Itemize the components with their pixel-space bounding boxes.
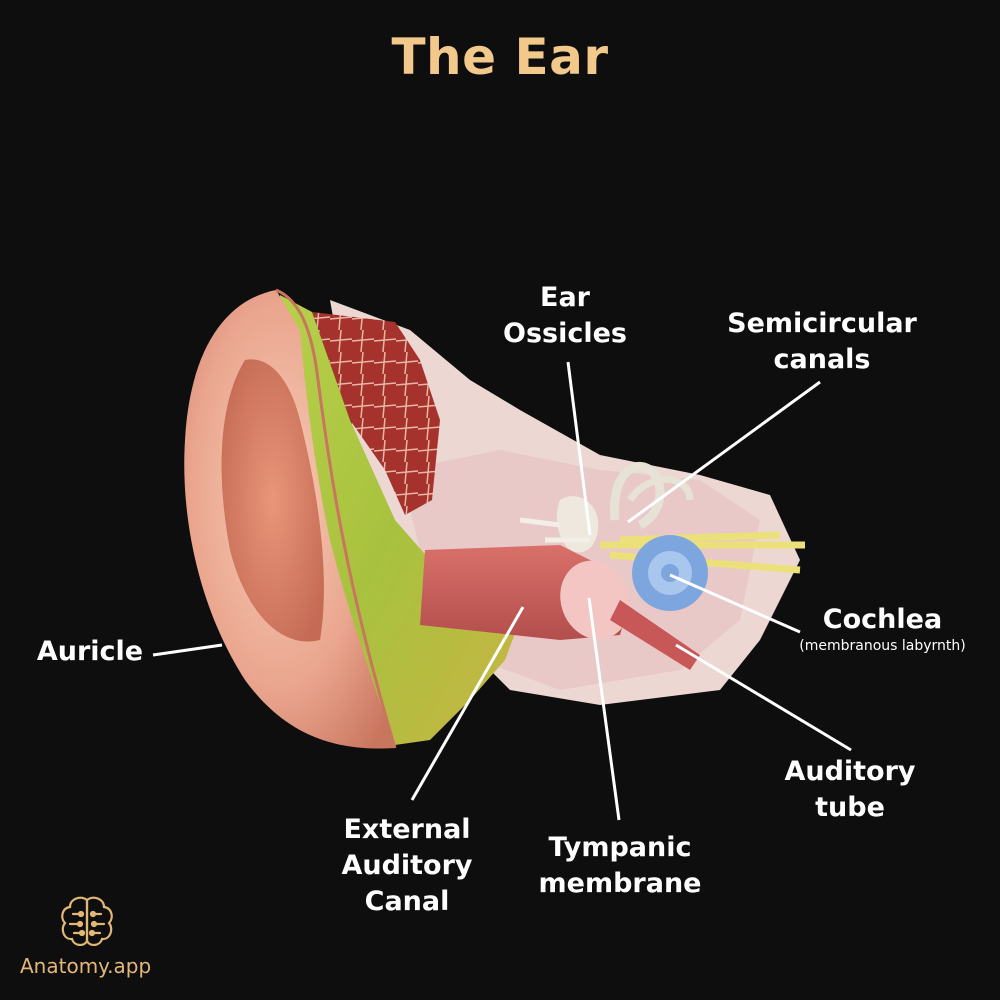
tympanic-membrane-text: Tympanic membrane bbox=[538, 832, 702, 899]
cochlea-note: (membranous labyrnth) bbox=[799, 638, 966, 654]
auricle-concha bbox=[221, 359, 324, 642]
label-semicircular-canals: Semicircular canals bbox=[712, 306, 932, 378]
label-cochlea: Cochlea (membranous labyrnth) bbox=[780, 602, 985, 654]
external-auditory-canal-text: External Auditory Canal bbox=[341, 814, 473, 917]
ear-ossicles-text: Ear Ossicles bbox=[503, 282, 627, 349]
label-ear-ossicles: Ear Ossicles bbox=[490, 280, 640, 352]
leader-ear-ossicles bbox=[566, 361, 592, 536]
leader-tympanic-membrane bbox=[587, 597, 621, 821]
auditory-tube-shape bbox=[610, 600, 700, 670]
leader-external-canal bbox=[410, 606, 525, 801]
semicircular-canals-text: Semicircular canals bbox=[727, 308, 917, 375]
leader-cochlea bbox=[669, 573, 801, 634]
leader-auricle bbox=[152, 643, 223, 657]
auricle-rim bbox=[275, 288, 397, 749]
leader-auditory-tube bbox=[675, 643, 852, 752]
cochlea-text: Cochlea bbox=[822, 604, 943, 635]
page-title: The Ear bbox=[391, 28, 609, 86]
label-tympanic-membrane: Tympanic membrane bbox=[520, 830, 720, 902]
label-auditory-tube: Auditory tube bbox=[770, 754, 930, 826]
semicircular-shape bbox=[609, 461, 665, 530]
label-auricle: Auricle bbox=[30, 634, 150, 670]
temporalis-muscle bbox=[312, 312, 440, 515]
brain-icon bbox=[61, 896, 113, 946]
leader-semicircular-canals bbox=[627, 380, 821, 524]
auricle-text: Auricle bbox=[36, 636, 144, 667]
label-external-auditory-canal: External Auditory Canal bbox=[322, 812, 492, 920]
brand-name: Anatomy.app bbox=[20, 954, 152, 978]
auditory-tube-text: Auditory tube bbox=[784, 756, 916, 823]
